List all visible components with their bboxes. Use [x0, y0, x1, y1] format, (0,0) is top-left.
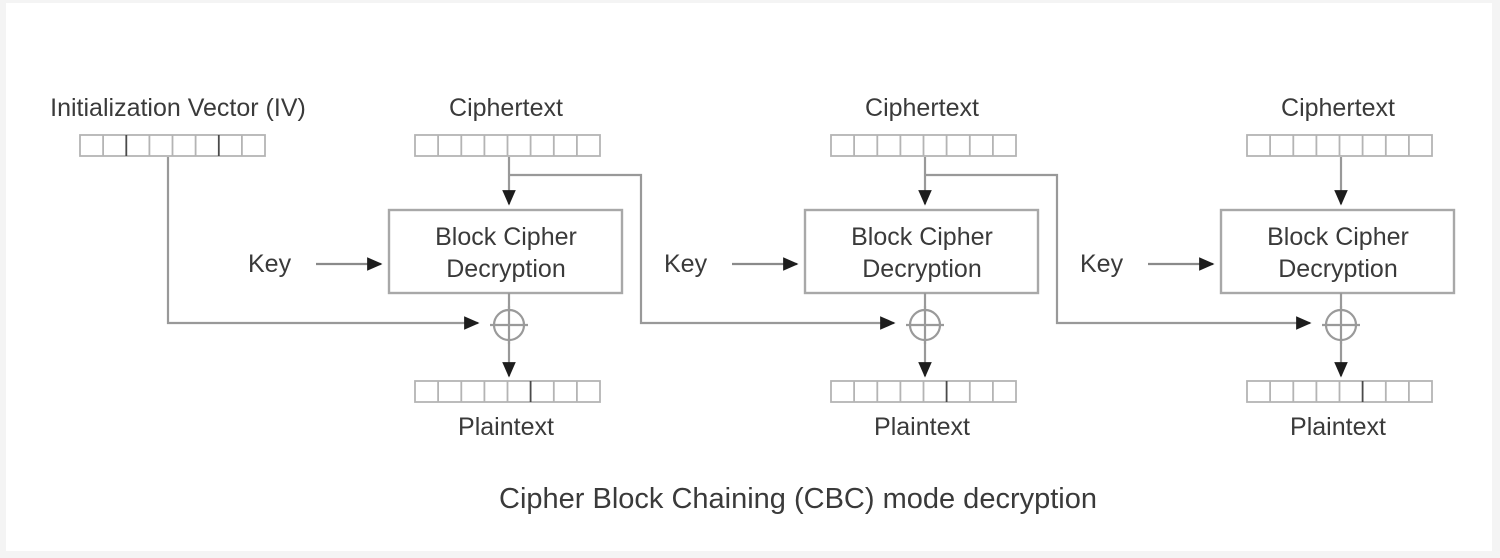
ciphertext-label-3: Ciphertext — [1281, 94, 1395, 122]
ciphertext-bit-box-2 — [830, 134, 1017, 157]
cipher-box-line1-3: Block Cipher — [1267, 223, 1409, 251]
block-cipher-decryption-box-1 — [387, 208, 624, 295]
ciphertext-label-1: Ciphertext — [449, 94, 563, 122]
xor-icon-3 — [1322, 306, 1360, 344]
xor-icon-1 — [490, 306, 528, 344]
diagram-caption: Cipher Block Chaining (CBC) mode decrypt… — [499, 483, 1097, 515]
cbc-block-2: Ciphertext Key Block Cipher Decryption — [645, 94, 1061, 441]
key-label-2: Key — [664, 250, 708, 278]
iv-label: Initialization Vector (IV) — [50, 94, 306, 122]
block-cipher-decryption-box-2 — [803, 208, 1040, 295]
ciphertext-bit-box-1 — [414, 134, 601, 157]
page-edge-bottom — [0, 551, 1500, 558]
plaintext-label-2: Plaintext — [874, 413, 970, 441]
plaintext-bit-box-1 — [414, 380, 601, 403]
iv-to-xor1-wire — [166, 157, 480, 330]
ciphertext-label-2: Ciphertext — [865, 94, 979, 122]
cipher-box-line2-3: Decryption — [1278, 255, 1398, 283]
cbc-block-3: Ciphertext Key Block Cipher Decryption — [1061, 94, 1456, 441]
ciphertext-bit-box-3 — [1246, 134, 1433, 157]
ciphertext-bypass-wire-2 — [925, 173, 1061, 325]
cipher-box-line2-2: Decryption — [862, 255, 982, 283]
plaintext-bit-box-2 — [830, 380, 1017, 403]
iv-bit-box — [79, 134, 266, 157]
plaintext-label-3: Plaintext — [1290, 413, 1386, 441]
page-edge-right — [1492, 0, 1500, 558]
plaintext-label-1: Plaintext — [458, 413, 554, 441]
plaintext-bit-box-3 — [1246, 380, 1433, 403]
page-edge-left — [0, 0, 6, 558]
ciphertext-bypass-wire-1 — [509, 173, 645, 325]
xor-icon-2 — [906, 306, 944, 344]
cipher-box-line1-1: Block Cipher — [435, 223, 577, 251]
key-label-3: Key — [1080, 250, 1124, 278]
cipher-box-line2-1: Decryption — [446, 255, 566, 283]
page-edge-top — [0, 0, 1500, 3]
key-label-1: Key — [248, 250, 292, 278]
cbc-block-1: Ciphertext Key Block Cipher Decrypt — [248, 94, 645, 441]
cipher-box-line1-2: Block Cipher — [851, 223, 993, 251]
block-cipher-decryption-box-3 — [1219, 208, 1456, 295]
